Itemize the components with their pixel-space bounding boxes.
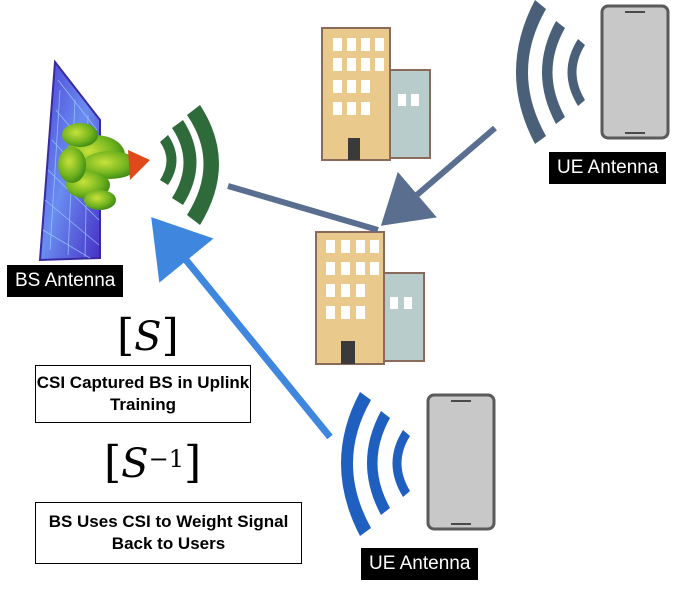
bs-signal-wave-icon [160, 105, 219, 225]
bs-uses-csi-caption: BS Uses CSI to Weight Signal Back to Use… [35, 502, 302, 564]
smartphone-icon-bottom [426, 393, 496, 531]
building-icon-middle [315, 231, 425, 365]
s-inverse-matrix-symbol: [S−1] [104, 437, 202, 488]
uplink-arrow-top [380, 125, 497, 226]
smartphone-icon-top [600, 4, 670, 140]
bs-antenna-label: BS Antenna [7, 265, 124, 297]
ue-antenna-top-label: UE Antenna [549, 152, 667, 184]
uplink-arrow-bottom [151, 217, 333, 440]
ue-bottom-signal-wave-icon [341, 392, 410, 536]
s-matrix-symbol: [S] [117, 310, 179, 361]
bs-array-antenna-icon [38, 59, 150, 262]
csi-captured-caption: CSI Captured BS in Uplink Training [35, 365, 251, 423]
ue-top-signal-wave-icon [516, 0, 585, 144]
building-icon-top [321, 27, 431, 161]
multipath-arrow [227, 183, 379, 233]
ue-antenna-bottom-label: UE Antenna [361, 548, 479, 580]
